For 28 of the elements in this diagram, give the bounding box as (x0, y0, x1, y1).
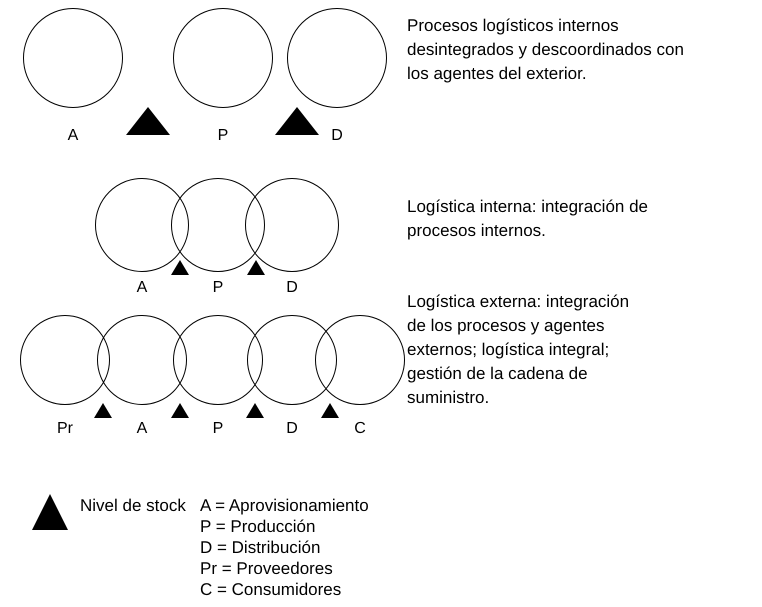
letter-label: A (136, 279, 148, 297)
letter-label: D (331, 127, 343, 145)
description-text: Logística externa: integración de los procesos y agentes externos; logística integral; gestión de la cadena de suministro. (407, 291, 630, 409)
letter-label: C (354, 420, 366, 438)
circle-outline (97, 315, 187, 405)
letter-label: P (212, 279, 224, 297)
circle-outline (247, 315, 337, 405)
circle-outline (315, 315, 405, 405)
description-text: Procesos logísticos internos desintegrados y descoordinados con los agentes del exterior. (407, 15, 685, 85)
legend-entry: Pr = Proveedores (200, 558, 333, 580)
legend-entry: C = Consumidores (200, 579, 342, 601)
legend-entry: P = Producción (200, 516, 316, 538)
circle-outline (173, 315, 263, 405)
letter-label: P (218, 127, 228, 145)
letter-label: A (68, 127, 78, 145)
letter-label: Pr (57, 420, 73, 438)
circle-outline (287, 8, 387, 108)
letter-label: P (212, 420, 224, 438)
description-text: Logística interna: integración de procesos internos. (407, 196, 649, 242)
legend-label: Nivel de stock (80, 495, 186, 517)
legend-entry: D = Distribución (200, 537, 320, 559)
circle-outline (20, 315, 110, 405)
circle-outline (23, 8, 123, 108)
letter-label: A (136, 420, 148, 438)
legend-entry: A = Aprovisionamiento (200, 495, 369, 517)
letter-label: D (286, 279, 298, 297)
letter-label: D (286, 420, 298, 438)
circle-outline (173, 8, 273, 108)
